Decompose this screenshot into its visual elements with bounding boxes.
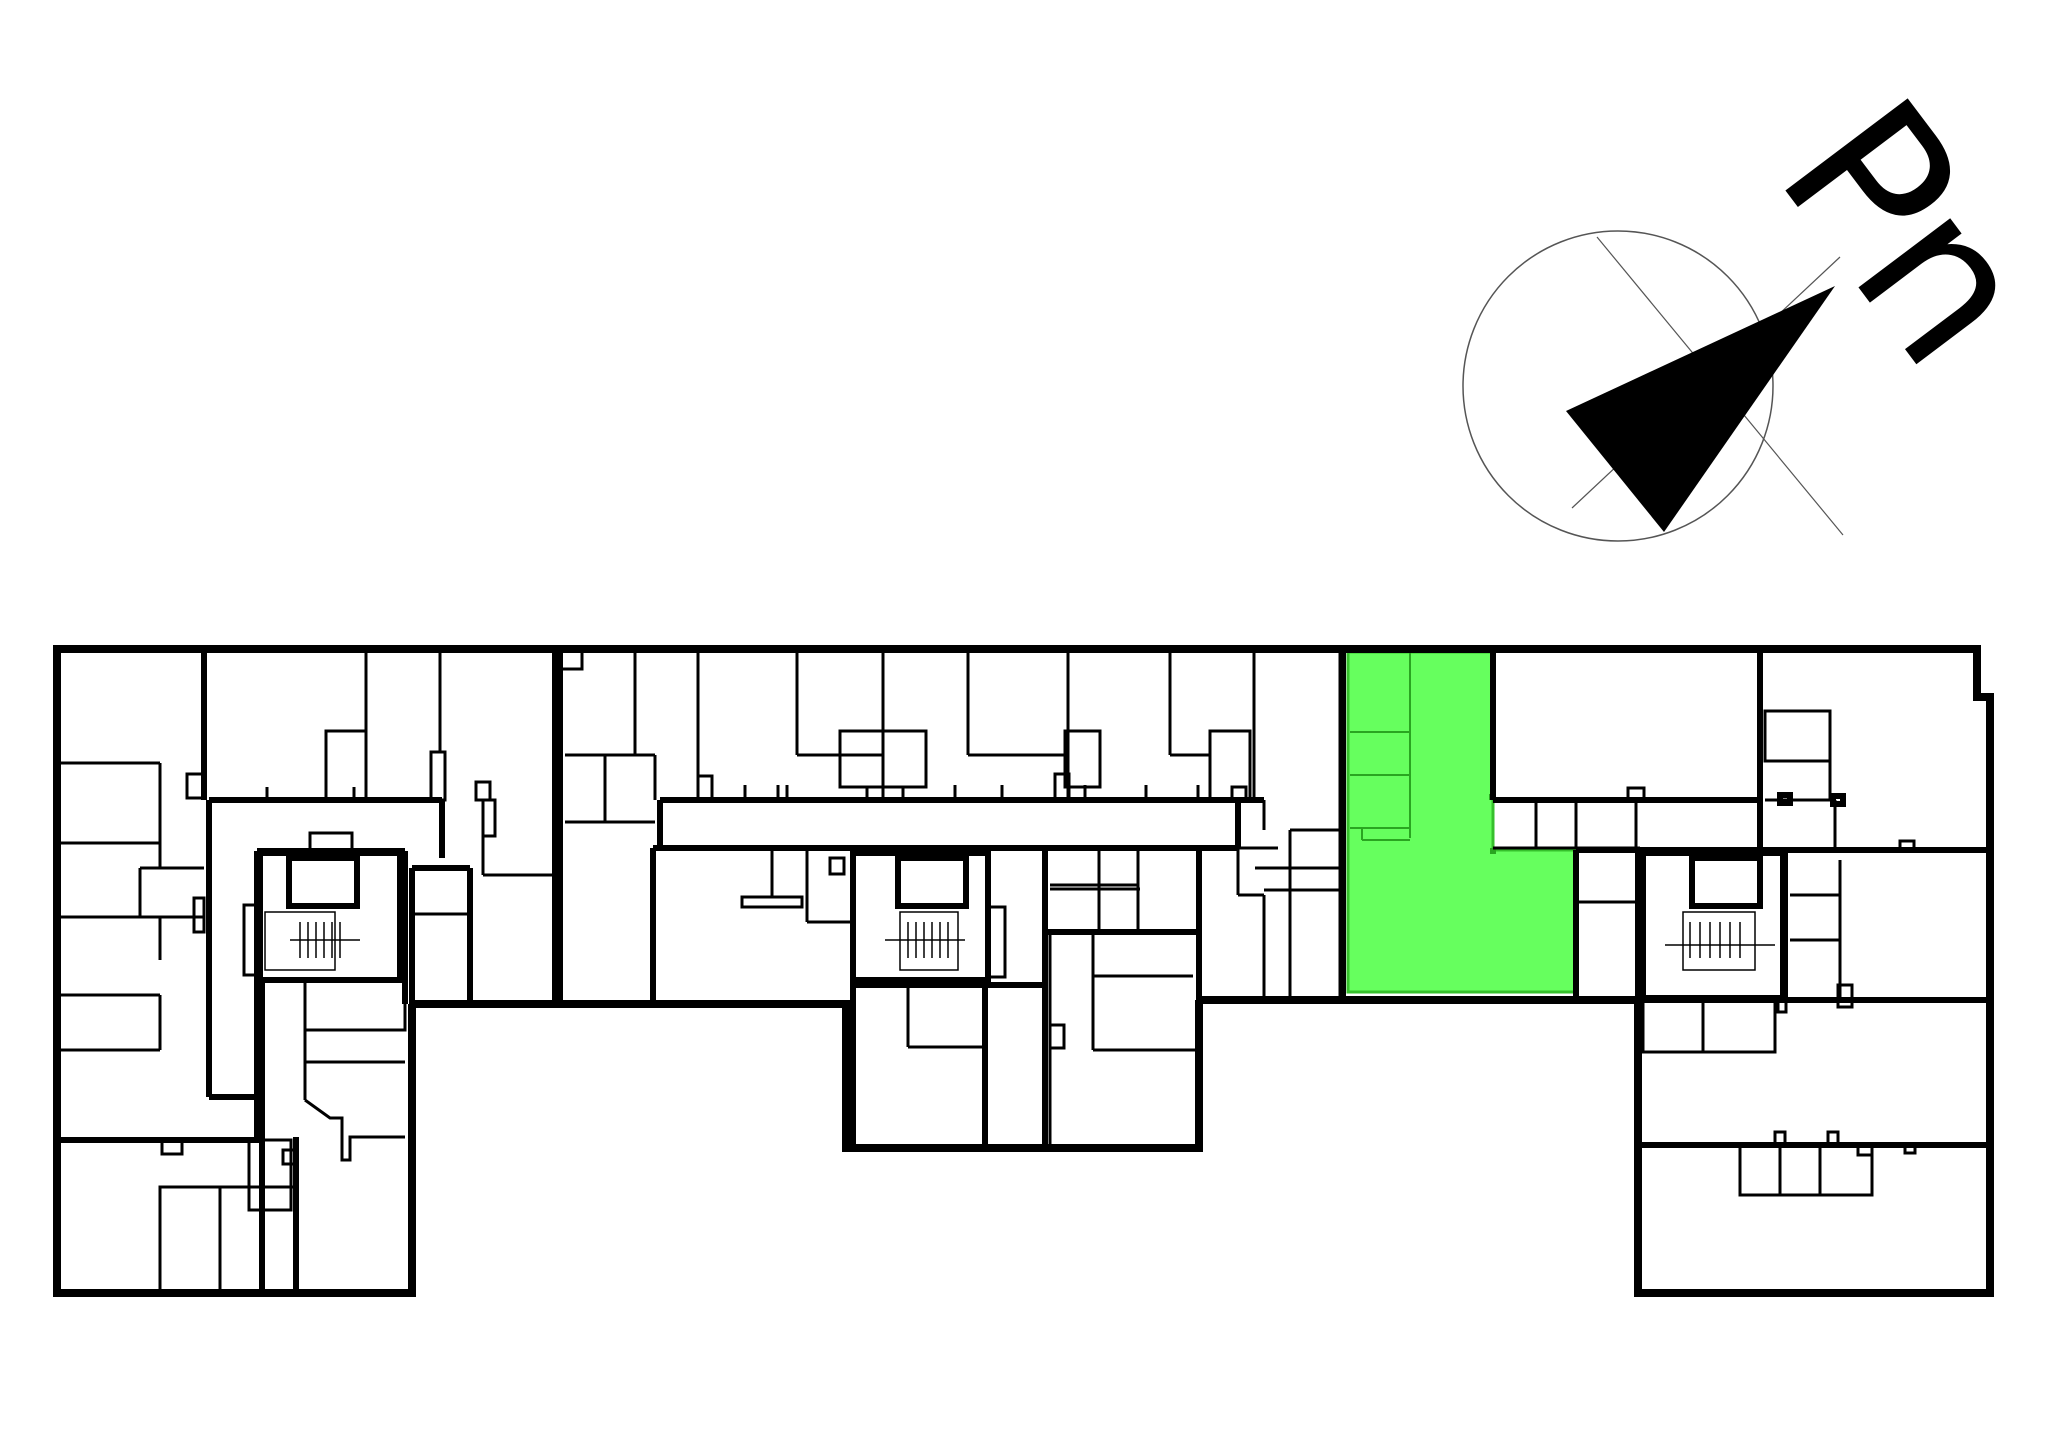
north-arrow-icon bbox=[1566, 286, 1835, 532]
door-marker bbox=[1490, 848, 1496, 854]
west-wing-rooms bbox=[57, 649, 558, 1295]
central-rooms bbox=[557, 647, 1342, 1148]
compass: Pn bbox=[1462, 57, 2048, 542]
east-wing-rooms bbox=[1340, 649, 1990, 1197]
compass-ring bbox=[1462, 230, 1774, 542]
highlighted-apartment[interactable] bbox=[1346, 650, 1578, 994]
building-outline bbox=[53, 645, 1994, 1297]
